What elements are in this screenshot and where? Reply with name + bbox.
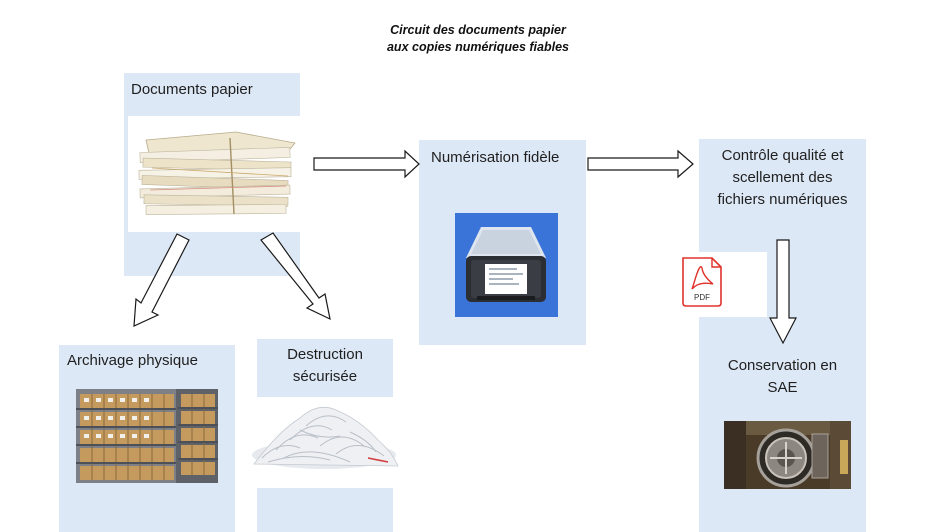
shredded-paper-image xyxy=(252,406,399,469)
destruction-box-top xyxy=(257,339,393,397)
destruction-label: Destruction sécurisée xyxy=(257,344,393,388)
vault-image xyxy=(724,421,851,489)
controle-label-line3: fichiers numériques xyxy=(717,191,848,208)
numerisation-label: Numérisation fidèle xyxy=(431,149,560,166)
destruction-box-bottom xyxy=(257,488,393,532)
svg-text:PDF: PDF xyxy=(694,293,710,302)
paper-stack-icon xyxy=(138,131,296,215)
diagram-title-line2: aux copies numériques fiables xyxy=(386,40,569,54)
documents-papier-label: Documents papier xyxy=(131,81,253,98)
controle-label-line1: Contrôle qualité et xyxy=(721,147,844,164)
conservation-label-line1: Conservation en xyxy=(727,357,838,374)
arrow-to-conservation xyxy=(769,239,797,345)
controle-label-line2: scellement des xyxy=(732,169,833,186)
arrow-to-destruction xyxy=(260,232,331,321)
diagram-title: Circuit des documents papier aux copies … xyxy=(300,22,656,56)
arrow-to-controle xyxy=(587,149,694,179)
diagram-title-line1: Circuit des documents papier xyxy=(390,23,566,37)
conservation-label: Conservation en SAE xyxy=(699,355,866,399)
controle-label: Contrôle qualité et scellement des fichi… xyxy=(699,145,866,211)
pdf-icon: PDF xyxy=(682,257,722,307)
archive-shelves-image xyxy=(76,389,218,483)
scanner-icon xyxy=(455,213,558,317)
destruction-label-line1: Destruction xyxy=(287,346,363,363)
arrow-to-archivage xyxy=(133,233,190,327)
destruction-label-line2: sécurisée xyxy=(292,368,358,385)
conservation-label-line2: SAE xyxy=(767,379,798,396)
archivage-label: Archivage physique xyxy=(67,352,198,369)
arrow-to-numerisation xyxy=(313,149,420,179)
